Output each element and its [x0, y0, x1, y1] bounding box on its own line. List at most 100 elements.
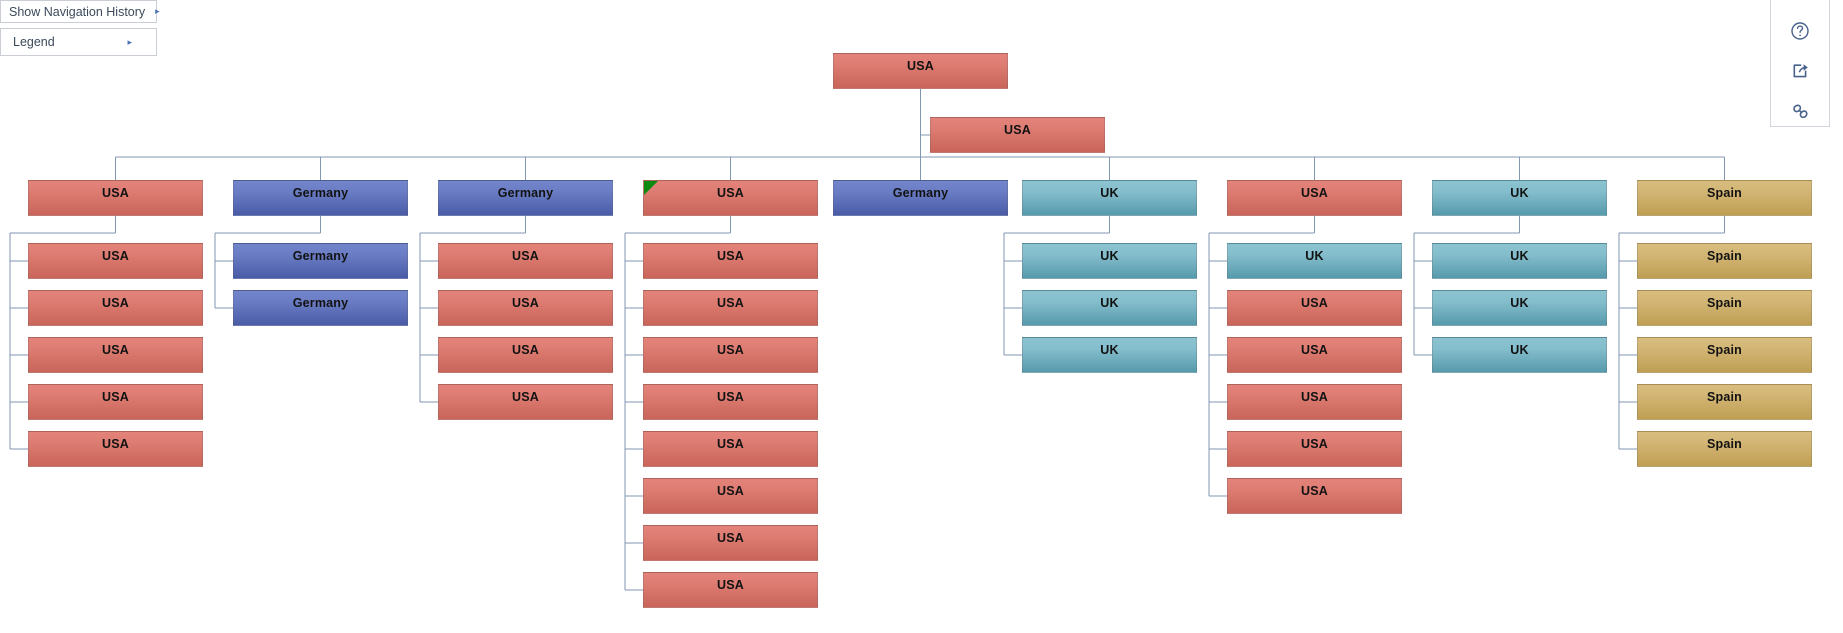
- node-label: UK: [1100, 343, 1119, 357]
- node-label: Germany: [292, 296, 349, 310]
- node-level2-3[interactable]: Germany: [438, 180, 613, 216]
- node-level3-8-1[interactable]: UK: [1432, 243, 1607, 279]
- node-level2-5[interactable]: Germany: [833, 180, 1008, 216]
- node-level3-1-4[interactable]: USA: [28, 384, 203, 420]
- node-level3-3-3[interactable]: USA: [438, 337, 613, 373]
- node-level3-7-6[interactable]: USA: [1227, 478, 1402, 514]
- node-root[interactable]: USA: [833, 53, 1008, 89]
- node-level2-2[interactable]: Germany: [233, 180, 408, 216]
- node-level2-4[interactable]: USA: [643, 180, 818, 216]
- show-navigation-history-menu[interactable]: Show Navigation History ▸: [0, 0, 160, 23]
- node-level3-6-1[interactable]: UK: [1022, 243, 1197, 279]
- node-label: UK: [1510, 249, 1529, 263]
- node-label: Spain: [1706, 296, 1743, 310]
- node-level3-8-3[interactable]: UK: [1432, 337, 1607, 373]
- node-level3-6-2[interactable]: UK: [1022, 290, 1197, 326]
- node-level3-7-2[interactable]: USA: [1227, 290, 1402, 326]
- node-level3-3-2[interactable]: USA: [438, 290, 613, 326]
- node-level3-9-5[interactable]: Spain: [1637, 431, 1812, 467]
- node-label: UK: [1510, 186, 1529, 200]
- node-label: USA: [717, 390, 744, 404]
- node-level2-1[interactable]: USA: [28, 180, 203, 216]
- node-label: USA: [717, 531, 744, 545]
- node-level3-7-3[interactable]: USA: [1227, 337, 1402, 373]
- node-label: USA: [102, 296, 129, 310]
- node-level3-1-3[interactable]: USA: [28, 337, 203, 373]
- node-label: USA: [1301, 186, 1328, 200]
- node-level3-9-4[interactable]: Spain: [1637, 384, 1812, 420]
- node-label: Germany: [497, 186, 554, 200]
- node-label: UK: [1100, 249, 1119, 263]
- node-level3-2-2[interactable]: Germany: [233, 290, 408, 326]
- legend-label: Legend: [13, 35, 55, 49]
- chevron-right-icon: ▸: [155, 6, 160, 16]
- node-level3-6-3[interactable]: UK: [1022, 337, 1197, 373]
- node-level3-4-1[interactable]: USA: [643, 243, 818, 279]
- legend-menu[interactable]: Legend ▸: [0, 28, 157, 56]
- node-label: Germany: [892, 186, 949, 200]
- node-level3-9-2[interactable]: Spain: [1637, 290, 1812, 326]
- link-icon[interactable]: [1789, 100, 1811, 122]
- share-icon[interactable]: [1789, 60, 1811, 82]
- node-label: Germany: [292, 186, 349, 200]
- node-label: USA: [717, 249, 744, 263]
- node-level3-4-7[interactable]: USA: [643, 525, 818, 561]
- chevron-right-icon: ▸: [127, 36, 132, 47]
- node-label: USA: [717, 484, 744, 498]
- node-level3-4-4[interactable]: USA: [643, 384, 818, 420]
- node-level3-7-1[interactable]: UK: [1227, 243, 1402, 279]
- node-level3-4-2[interactable]: USA: [643, 290, 818, 326]
- help-icon[interactable]: [1789, 20, 1811, 42]
- node-label: UK: [1510, 296, 1529, 310]
- node-level3-9-1[interactable]: Spain: [1637, 243, 1812, 279]
- node-level3-2-1[interactable]: Germany: [233, 243, 408, 279]
- node-label: Spain: [1706, 186, 1743, 200]
- utility-toolbar: [1770, 0, 1830, 127]
- node-label: USA: [512, 249, 539, 263]
- node-label: Germany: [292, 249, 349, 263]
- node-level3-1-5[interactable]: USA: [28, 431, 203, 467]
- node-label: USA: [1301, 296, 1328, 310]
- node-level2-8[interactable]: UK: [1432, 180, 1607, 216]
- node-level2-6[interactable]: UK: [1022, 180, 1197, 216]
- node-label: USA: [102, 186, 129, 200]
- node-root-child[interactable]: USA: [930, 117, 1105, 153]
- node-level3-4-5[interactable]: USA: [643, 431, 818, 467]
- node-label: USA: [512, 343, 539, 357]
- node-level3-1-2[interactable]: USA: [28, 290, 203, 326]
- node-label: USA: [717, 578, 744, 592]
- node-label: USA: [1004, 123, 1031, 137]
- node-level2-9[interactable]: Spain: [1637, 180, 1812, 216]
- show-navigation-history-label: Show Navigation History: [9, 4, 146, 19]
- node-level3-7-5[interactable]: USA: [1227, 431, 1402, 467]
- node-level3-8-2[interactable]: UK: [1432, 290, 1607, 326]
- node-level3-1-1[interactable]: USA: [28, 243, 203, 279]
- node-label: USA: [512, 296, 539, 310]
- node-label: USA: [1301, 437, 1328, 451]
- node-level3-3-1[interactable]: USA: [438, 243, 613, 279]
- node-label: USA: [512, 390, 539, 404]
- node-label: UK: [1100, 186, 1119, 200]
- node-level3-4-6[interactable]: USA: [643, 478, 818, 514]
- node-level3-4-3[interactable]: USA: [643, 337, 818, 373]
- node-label: USA: [1301, 343, 1328, 357]
- node-label: USA: [102, 390, 129, 404]
- node-level3-4-8[interactable]: USA: [643, 572, 818, 608]
- node-label: UK: [1305, 249, 1324, 263]
- node-label: USA: [102, 343, 129, 357]
- node-label: USA: [717, 186, 744, 200]
- node-label: USA: [717, 437, 744, 451]
- node-level2-7[interactable]: USA: [1227, 180, 1402, 216]
- node-label: Spain: [1706, 249, 1743, 263]
- node-label: UK: [1510, 343, 1529, 357]
- node-label: Spain: [1706, 437, 1743, 451]
- node-label: USA: [717, 296, 744, 310]
- node-level3-7-4[interactable]: USA: [1227, 384, 1402, 420]
- node-label: USA: [907, 59, 934, 73]
- node-label: USA: [102, 249, 129, 263]
- green-corner-flag-icon: [644, 181, 658, 195]
- node-level3-9-3[interactable]: Spain: [1637, 337, 1812, 373]
- node-level3-3-4[interactable]: USA: [438, 384, 613, 420]
